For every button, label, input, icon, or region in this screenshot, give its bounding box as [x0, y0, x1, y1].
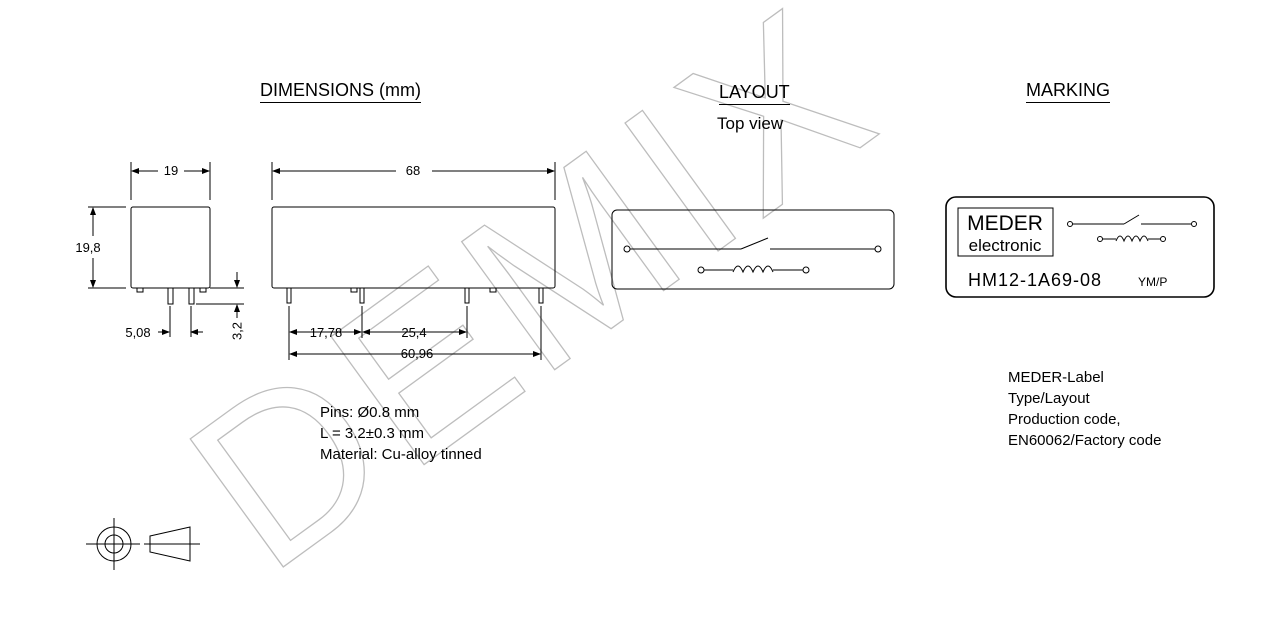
pin-spec-diameter: Pins: Ø0.8 mm — [320, 404, 420, 421]
layout-heading: LAYOUT — [719, 82, 790, 105]
meder-logo-box — [957, 207, 1054, 257]
legend-line-2: Type/Layout — [1008, 390, 1090, 407]
side-pin-right — [188, 287, 195, 305]
label-switch-blade — [1123, 214, 1140, 225]
pin-specs: Pins: Ø0.8 mm L = 3.2±0.3 mm Material: C… — [320, 402, 482, 465]
dim-68: 68 — [406, 163, 420, 178]
dimensions-heading: DIMENSIONS (mm) — [260, 80, 421, 103]
front-standoff-2 — [489, 287, 497, 293]
front-pin-4 — [538, 287, 544, 304]
front-view-body — [271, 206, 556, 289]
production-code: YM/P — [1138, 275, 1167, 289]
side-pin-left — [167, 287, 174, 305]
front-pin-3 — [464, 287, 470, 304]
front-view — [271, 162, 556, 360]
dim-25-4: 25,4 — [401, 325, 426, 340]
dim-17-78: 17,78 — [310, 325, 343, 340]
marking-label-outline — [945, 196, 1215, 298]
legend-line-4: EN60062/Factory code — [1008, 432, 1162, 449]
front-pin-2 — [359, 287, 365, 304]
dim-19-8: 19,8 — [75, 240, 100, 255]
pin-spec-length: L = 3.2±0.3 mm — [320, 425, 424, 442]
meder-logo-line2: electronic — [969, 236, 1042, 255]
layout-switch-blade — [740, 237, 769, 250]
side-view-body — [130, 206, 211, 289]
label-contact-left — [1067, 221, 1073, 227]
layout-coil — [732, 265, 774, 274]
side-standoff-right — [199, 287, 207, 293]
marking-label — [945, 196, 1215, 298]
front-pin-1 — [286, 287, 292, 304]
pin-symbol — [86, 518, 200, 570]
meder-logo-line1: MEDER — [967, 212, 1043, 235]
layout-coil-left-dot — [697, 266, 705, 274]
legend-line-3: Production code, — [1008, 411, 1121, 428]
side-view — [88, 162, 244, 337]
layout-subheading: Top view — [717, 114, 784, 133]
label-coil — [1115, 235, 1149, 243]
layout-outline — [611, 209, 895, 290]
layout-contact-right — [874, 245, 882, 253]
dim-3-2: 3,2 — [229, 322, 244, 340]
pin-symbol-cone — [149, 526, 191, 562]
label-coil-right-dot — [1160, 236, 1166, 242]
marking-heading: MARKING — [1026, 80, 1111, 103]
label-coil-left-dot — [1097, 236, 1103, 242]
layout-top-view — [611, 209, 895, 290]
front-standoff-1 — [350, 287, 358, 293]
layout-contact-left — [623, 245, 631, 253]
layout-coil-right-dot — [802, 266, 810, 274]
label-contact-right — [1191, 221, 1197, 227]
type-code: HM12-1A69-08 — [968, 270, 1102, 290]
pin-spec-material: Material: Cu-alloy tinned — [320, 446, 482, 463]
marking-legend: MEDER-Label Type/Layout Production code,… — [1008, 367, 1161, 451]
legend-line-1: MEDER-Label — [1008, 369, 1104, 386]
side-standoff-left — [136, 287, 144, 293]
dim-19: 19 — [164, 163, 178, 178]
dim-5-08: 5,08 — [125, 325, 150, 340]
dim-60-96: 60,96 — [401, 346, 434, 361]
